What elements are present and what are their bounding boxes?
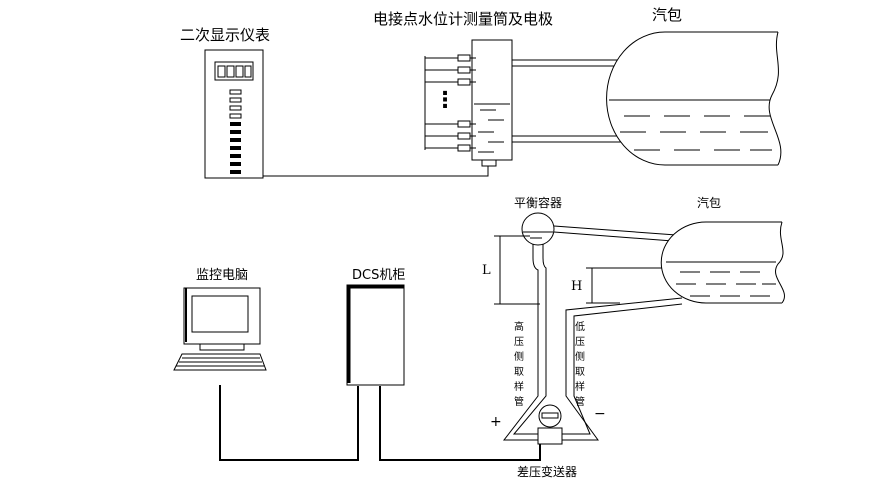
dimension-h-label: H: [571, 279, 582, 294]
svg-text:侧: 侧: [575, 350, 585, 363]
svg-text:样: 样: [575, 380, 585, 393]
secondary-display-instrument: [204, 49, 264, 179]
svg-text:压: 压: [514, 336, 524, 348]
svg-text:取: 取: [575, 366, 585, 378]
diff-transmitter-label: 差压变送器: [517, 464, 577, 479]
drum-bottom-label: 汽包: [697, 195, 721, 210]
dcs-cabinet-label: DCS机柜: [352, 268, 405, 283]
svg-text:低: 低: [575, 320, 585, 333]
svg-text:压: 压: [575, 336, 585, 348]
vessel-to-drum-pipes: [512, 59, 626, 143]
ellipsis-dots: ⋮: [434, 88, 456, 113]
monitor-pc: [173, 287, 267, 371]
svg-text:管: 管: [575, 395, 585, 408]
electrode-plugs: [457, 54, 476, 152]
dimension-l: [494, 235, 540, 305]
balance-container: [521, 212, 555, 246]
electrode-wires: [424, 56, 458, 150]
svg-text:侧: 侧: [514, 350, 524, 363]
svg-text:高: 高: [514, 320, 524, 333]
steam-drum-top: [606, 31, 782, 166]
led-bar-indicators: [229, 89, 242, 174]
plus-sign: +: [490, 414, 502, 430]
diff-pressure-transmitter: [537, 404, 563, 445]
cable-pc-dcs: [219, 385, 359, 461]
svg-text:管: 管: [514, 395, 524, 408]
cable-dcs-transmitter: [379, 386, 541, 461]
low-side-pipe-label: 低 压 侧 取 样 管: [575, 320, 585, 408]
drum-top-label: 汽包: [652, 6, 682, 24]
electrode-measuring-vessel: [471, 39, 513, 167]
svg-text:样: 样: [514, 380, 524, 393]
balance-container-label: 平衡容器: [514, 195, 562, 210]
signal-wire-top: [263, 165, 489, 177]
electrode-vessel-label: 电接点水位计测量筒及电极: [373, 10, 553, 28]
secondary-display-label: 二次显示仪表: [180, 26, 270, 44]
high-side-pipe-label: 高 压 侧 取 样 管: [514, 320, 524, 408]
dcs-cabinet: [346, 284, 405, 386]
minus-sign: −: [594, 406, 606, 422]
svg-text:取: 取: [514, 366, 524, 378]
monitor-pc-label: 监控电脑: [196, 268, 248, 283]
sampling-pipes: [502, 225, 691, 441]
dimension-l-label: L: [482, 263, 491, 278]
steam-drum-bottom: [660, 221, 785, 304]
